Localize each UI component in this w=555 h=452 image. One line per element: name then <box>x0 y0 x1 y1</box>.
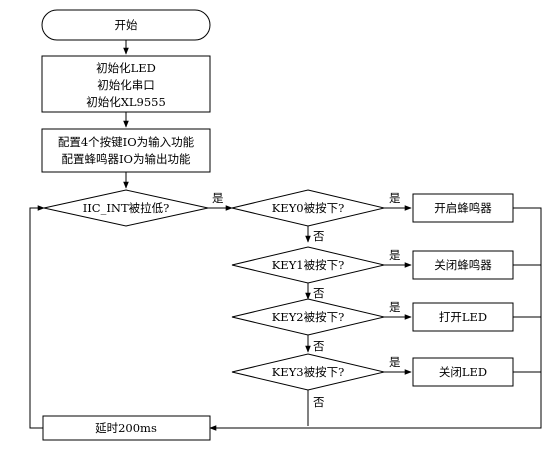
delay-label: 延时200ms <box>95 421 157 435</box>
node-config: 配置4个按键IO为输入功能 配置蜂鸣器IO为输出功能 <box>41 128 211 173</box>
config-line: 配置蜂鸣器IO为输出功能 <box>62 152 191 166</box>
iic-yes-label: 是 <box>212 191 224 205</box>
key1-yes-label: 是 <box>389 248 401 262</box>
node-beep-on: 开启蜂鸣器 <box>412 193 514 223</box>
init-line: 初始化LED <box>96 61 156 75</box>
key2-yes-label: 是 <box>389 300 401 314</box>
node-beep-off: 关闭蜂鸣器 <box>412 250 514 280</box>
beep-off-label: 关闭蜂鸣器 <box>434 258 492 272</box>
decision-iic: IIC_INT被拉低? <box>43 189 209 227</box>
node-led-off: 关闭LED <box>412 357 514 387</box>
init-line: 初始化XL9555 <box>86 95 166 109</box>
iic-label: IIC_INT被拉低? <box>83 201 170 215</box>
key3-label: KEY3被按下? <box>272 365 345 379</box>
key1-label: KEY1被按下? <box>272 258 345 272</box>
key0-label: KEY0被按下? <box>272 201 345 215</box>
config-line: 配置4个按键IO为输入功能 <box>58 135 195 149</box>
decision-key2: KEY2被按下? <box>231 298 385 336</box>
node-led-on: 打开LED <box>412 302 514 332</box>
edge-labels: 是 是 否 是 否 是 否 是 否 <box>212 191 401 409</box>
node-init: 初始化LED 初始化串口 初始化XL9555 <box>41 55 211 113</box>
arrow-actions-to-delay <box>209 207 542 431</box>
decision-key3: KEY3被按下? <box>231 353 385 391</box>
key3-no-label: 否 <box>313 395 325 409</box>
led-on-label: 打开LED <box>439 310 487 324</box>
beep-on-label: 开启蜂鸣器 <box>434 201 492 215</box>
init-line: 初始化串口 <box>97 78 155 92</box>
key3-yes-label: 是 <box>389 355 401 369</box>
key1-no-label: 否 <box>313 286 325 300</box>
key0-yes-label: 是 <box>389 191 401 205</box>
decision-key1: KEY1被按下? <box>231 246 385 284</box>
arrow-loop-back <box>29 205 45 429</box>
key2-no-label: 否 <box>313 339 325 353</box>
key2-label: KEY2被按下? <box>272 310 345 324</box>
decision-key0: KEY0被按下? <box>231 189 385 227</box>
connectors <box>29 40 542 431</box>
node-start: 开始 <box>41 9 211 41</box>
led-off-label: 关闭LED <box>439 365 487 379</box>
node-delay: 延时200ms <box>42 415 211 441</box>
start-label: 开始 <box>115 18 138 32</box>
key0-no-label: 否 <box>313 229 325 243</box>
